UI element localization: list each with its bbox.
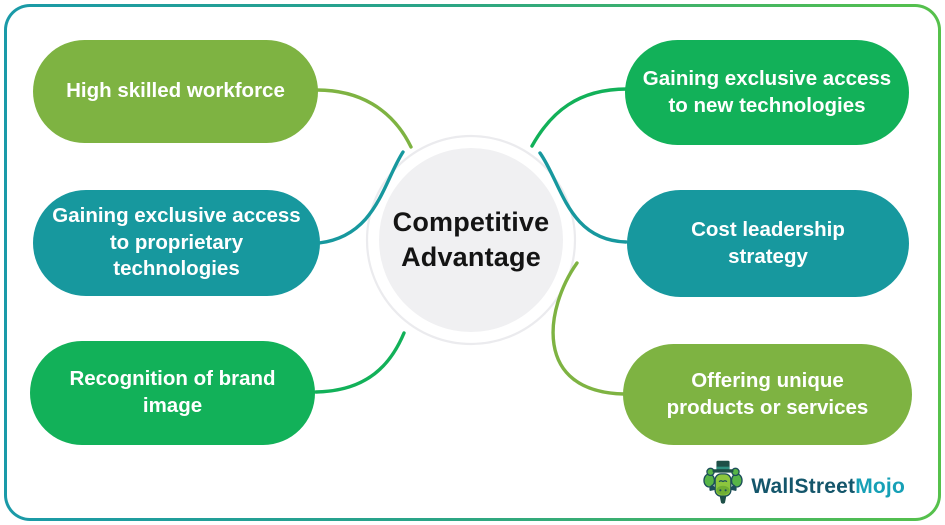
center-node: Competitive Advantage <box>379 148 563 332</box>
node-unique-products: Offering unique products or services <box>623 344 912 445</box>
node-label: Cost leadership strategy <box>691 217 845 268</box>
connector-new-technologies <box>530 87 629 148</box>
node-label: Gaining exclusive access to new technolo… <box>642 66 892 117</box>
center-title: Competitive Advantage <box>392 206 550 272</box>
node-label: Offering unique products or services <box>666 368 869 419</box>
bull-mascot-icon <box>703 460 743 504</box>
logo-text-mojo: Mojo <box>855 475 905 498</box>
node-label: High skilled workforce <box>66 79 285 103</box>
wallstreetmojo-logo: WallStreetMojo <box>702 459 905 515</box>
connector-brand-image <box>314 331 406 394</box>
node-cost-leadership: Cost leadership strategy <box>627 190 909 297</box>
logo-text-wallstreet: WallStreet <box>751 475 856 498</box>
node-high-skilled-workforce: High skilled workforce <box>33 40 318 143</box>
connector-cost-leadership <box>538 151 628 244</box>
connector-proprietary-technologies <box>317 150 405 245</box>
node-brand-image: Recognition of brand image <box>30 341 315 445</box>
decorative-ring <box>365 134 577 346</box>
connector-high-skilled-workforce <box>315 88 413 149</box>
node-new-technologies: Gaining exclusive access to new technolo… <box>625 40 909 145</box>
node-label: Recognition of brand image <box>69 367 276 417</box>
node-proprietary-technologies: Gaining exclusive access to proprietary … <box>33 190 320 296</box>
connector-unique-products <box>551 261 626 396</box>
node-label: Gaining exclusive access to proprietary … <box>52 204 301 281</box>
logo-wordmark: WallStreetMojo <box>751 475 905 499</box>
